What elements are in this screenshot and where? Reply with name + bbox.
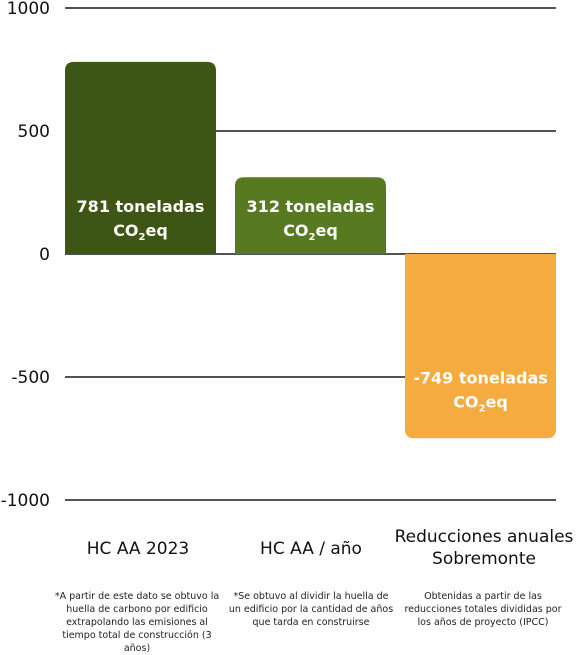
y-tick-label: -1000 xyxy=(1,491,50,511)
data-label-value: 781 toneladas xyxy=(77,197,205,216)
data-label-value: -749 toneladas xyxy=(413,368,548,387)
y-tick-label: 500 xyxy=(18,122,50,142)
y-tick-label: 1000 xyxy=(7,0,50,19)
category-label-reducciones: Reducciones anuales Sobremonte xyxy=(384,526,578,570)
category-label-line-2: Sobremonte xyxy=(432,549,536,569)
footnote-hc-aa-2023: *A partir de este dato se obtuvo la huel… xyxy=(54,591,220,654)
data-label-unit: CO2eq xyxy=(283,221,338,243)
bar-3 xyxy=(405,254,556,439)
category-label-hc-aa-2023: HC AA 2023 xyxy=(86,539,190,559)
y-tick-label: 0 xyxy=(39,245,50,265)
footnote-reducciones: Obtenidas a partir de las reducciones to… xyxy=(404,591,562,628)
data-label-unit: CO2eq xyxy=(113,221,168,243)
data-label-value: 312 toneladas xyxy=(247,197,375,216)
category-label-hc-aa-ano: HC AA / año xyxy=(260,539,362,559)
bar-2 xyxy=(235,177,386,254)
category-label-line-1: Reducciones anuales xyxy=(394,527,574,547)
data-label-unit: CO2eq xyxy=(453,392,508,414)
y-tick-label: -500 xyxy=(11,368,50,388)
footnote-hc-aa-ano: *Se obtuvo al dividir la huella de un ed… xyxy=(228,591,394,628)
bar-1 xyxy=(65,61,216,255)
